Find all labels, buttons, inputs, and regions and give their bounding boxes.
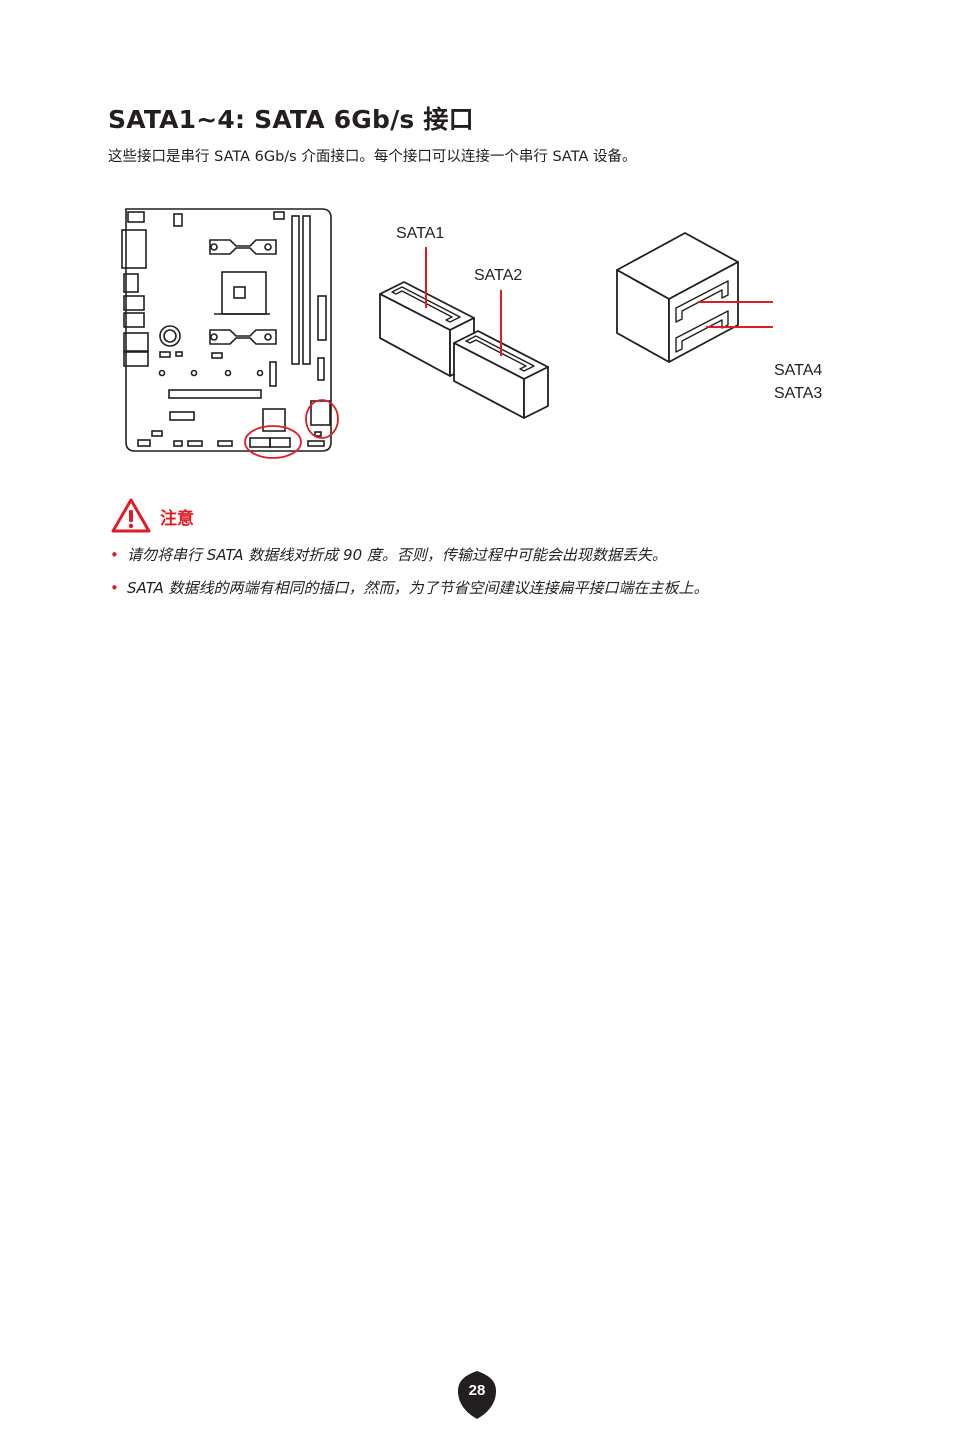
sata1-sata2-leader-lines [425, 247, 502, 356]
label-sata4: SATA4 [774, 362, 823, 379]
page-number-badge: 28 [458, 1371, 496, 1419]
bullet-icon: • [110, 579, 119, 597]
sata-diagram [121, 208, 773, 459]
note-item-text: 请勿将串行 SATA 数据线对折成 90 度。否则，传输过程中可能会出现数据丢失… [127, 546, 667, 564]
note-title: 注意 [160, 508, 194, 529]
note-item-text: SATA 数据线的两端有相同的插口，然而，为了节省空间建议连接扁平接口端在主板上… [127, 579, 709, 597]
page-badge-shape [458, 1371, 496, 1419]
page-title: SATA1~4: SATA 6Gb/s 接口 [108, 105, 474, 134]
sata3-sata4-connector [616, 232, 739, 363]
label-sata1: SATA1 [396, 225, 445, 242]
note-list: • 请勿将串行 SATA 数据线对折成 90 度。否则，传输过程中可能会出现数据… [108, 543, 888, 609]
sata-location-highlights [244, 399, 339, 459]
label-sata3: SATA3 [774, 385, 823, 402]
note-item: • SATA 数据线的两端有相同的插口，然而，为了节省空间建议连接扁平接口端在主… [108, 576, 888, 600]
warning-triangle-icon [111, 498, 151, 533]
note-item: • 请勿将串行 SATA 数据线对折成 90 度。否则，传输过程中可能会出现数据… [108, 543, 888, 567]
page-number: 28 [468, 1382, 486, 1399]
label-sata2: SATA2 [474, 267, 523, 284]
bullet-icon: • [110, 546, 119, 564]
note-header: 注意 [110, 496, 194, 536]
sata3-sata4-leader-lines [698, 301, 773, 328]
sata1-sata2-connectors [379, 281, 549, 419]
motherboard-diagram [121, 208, 332, 452]
sata-figure: SATA1 SATA2 SATA4 SATA3 [0, 0, 954, 480]
intro-text: 这些接口是串行 SATA 6Gb/s 介面接口。每个接口可以连接一个串行 SAT… [108, 149, 637, 165]
